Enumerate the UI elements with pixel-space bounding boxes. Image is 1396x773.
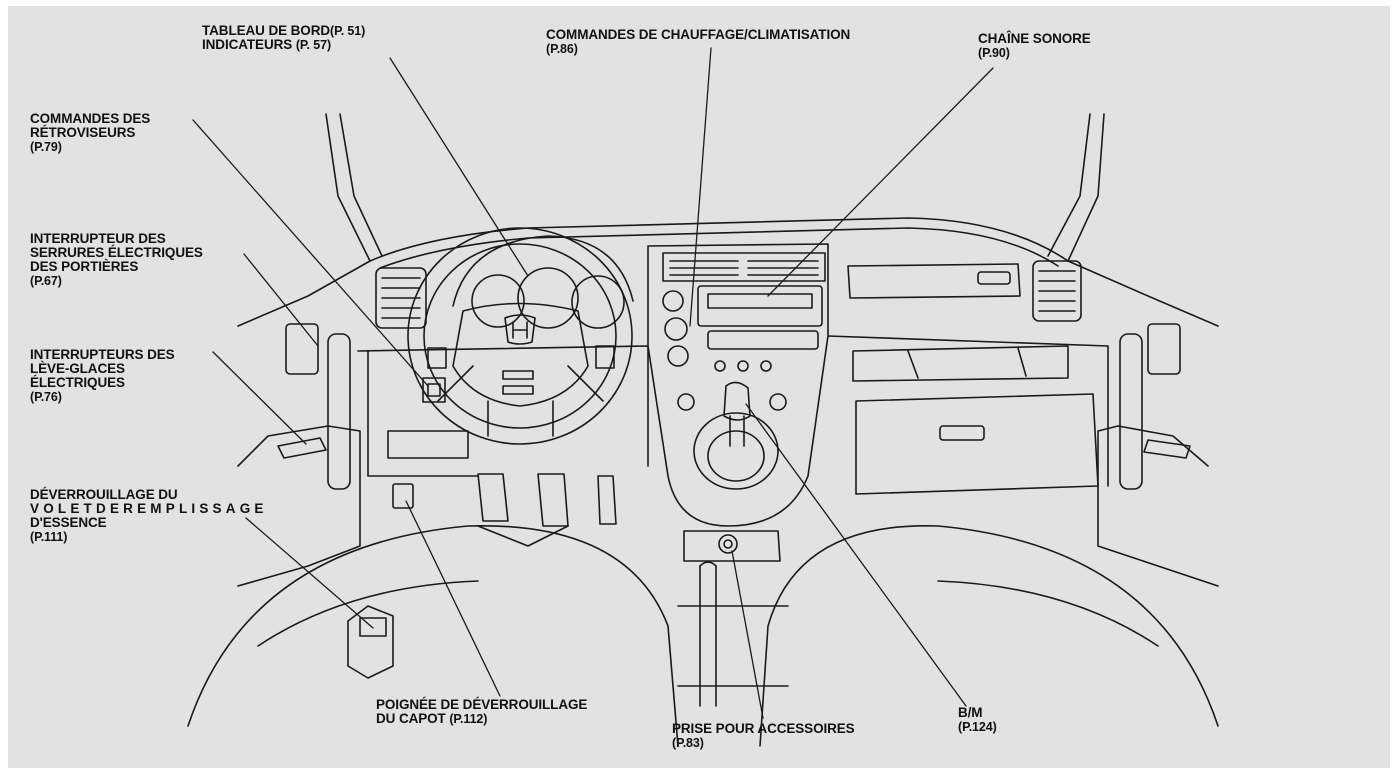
honda-h-emblem xyxy=(504,314,536,345)
dashboard-illustration xyxy=(187,47,1219,747)
callout-mirrors-ref: (P.79) xyxy=(30,140,62,154)
callout-transmission-line1: B/M xyxy=(958,705,983,720)
callout-fuel-door: DÉVERROUILLAGE DU VOLETDEREMPLISSAGE D'E… xyxy=(30,487,268,545)
seats xyxy=(187,524,1219,747)
callout-dashboard-line1: TABLEAU DE BORD xyxy=(202,23,330,38)
callout-door-locks: INTERRUPTEUR DES SERRURES ÉLECTRIQUES DE… xyxy=(30,231,203,289)
callout-hood: POIGNÉE DE DÉVERROUILLAGE DU CAPOT (P.11… xyxy=(376,697,588,727)
callout-dashboard-ref1: (P. 51) xyxy=(330,24,366,38)
callout-audio: CHAÎNE SONORE (P.90) xyxy=(978,31,1091,61)
callout-climate-line1: COMMANDES DE CHAUFFAGE/CLIMATISATION xyxy=(546,27,851,42)
left-vent xyxy=(375,267,427,329)
callout-hood-line2: DU CAPOT xyxy=(376,711,446,726)
pedals xyxy=(392,473,617,547)
callout-accessory-ref: (P.83) xyxy=(672,736,704,750)
left-door xyxy=(237,323,361,587)
callout-fuel-door-ref: (P.111) xyxy=(30,530,68,544)
callout-mirrors-line1: COMMANDES DES xyxy=(30,111,151,126)
callout-door-locks-line3: DES PORTIÈRES xyxy=(30,259,139,274)
callout-fuel-door-line1: DÉVERROUILLAGE DU xyxy=(30,487,178,502)
gear-shifter xyxy=(693,381,779,490)
dashboard-top xyxy=(357,217,1109,487)
right-vent xyxy=(1032,260,1082,322)
callout-dashboard-ref2: (P. 57) xyxy=(295,38,332,52)
callout-climate-ref: (P.86) xyxy=(546,42,578,56)
callout-transmission: B/M (P.124) xyxy=(958,705,997,735)
callout-accessory: PRISE POUR ACCESSOIRES (P.83) xyxy=(672,721,855,751)
right-door xyxy=(1097,323,1219,587)
callout-fuel-door-line3: D'ESSENCE xyxy=(30,515,107,530)
callout-fuel-door-line2: VOLETDEREMPLISSAGE xyxy=(30,501,268,516)
steering-wheel xyxy=(407,227,633,445)
callout-door-locks-line2: SERRURES ÉLECTRIQUES xyxy=(30,245,203,260)
glove-box xyxy=(847,263,1099,495)
callout-mirrors-line2: RÉTROVISEURS xyxy=(30,125,136,140)
callout-hood-line1: POIGNÉE DE DÉVERROUILLAGE xyxy=(376,697,588,712)
callout-door-locks-line1: INTERRUPTEUR DES xyxy=(30,231,166,246)
callout-windows-line2: LÈVE-GLACES xyxy=(30,361,125,376)
callout-accessory-line1: PRISE POUR ACCESSOIRES xyxy=(672,721,855,736)
left-switch-panel xyxy=(387,345,615,459)
diagram-canvas: TABLEAU DE BORD(P. 51) INDICATEURS (P. 5… xyxy=(8,6,1390,768)
callout-mirrors: COMMANDES DES RÉTROVISEURS (P.79) xyxy=(30,111,151,155)
callout-windows-ref: (P.76) xyxy=(30,390,62,404)
callout-dashboard-line2: INDICATEURS xyxy=(202,37,293,52)
callout-door-locks-ref: (P.67) xyxy=(30,274,62,288)
callout-transmission-ref: (P.124) xyxy=(958,720,997,734)
instrument-cluster xyxy=(452,235,634,329)
callout-dashboard: TABLEAU DE BORD(P. 51) INDICATEURS (P. 5… xyxy=(202,23,366,53)
center-console xyxy=(647,243,829,527)
callout-audio-line1: CHAÎNE SONORE xyxy=(978,31,1091,46)
fuel-door-release xyxy=(347,605,394,679)
callout-windows: INTERRUPTEURS DES LÈVE-GLACES ÉLECTRIQUE… xyxy=(30,347,175,405)
callout-audio-ref: (P.90) xyxy=(978,46,1010,60)
callout-windows-line3: ÉLECTRIQUES xyxy=(30,375,125,390)
center-tunnel xyxy=(677,530,789,707)
callout-hood-ref: (P.112) xyxy=(449,712,488,726)
callout-windows-line1: INTERRUPTEURS DES xyxy=(30,347,175,362)
leader-lines xyxy=(192,47,994,719)
callout-climate: COMMANDES DE CHAUFFAGE/CLIMATISATION (P.… xyxy=(546,27,851,57)
windshield-frame xyxy=(237,113,1219,327)
